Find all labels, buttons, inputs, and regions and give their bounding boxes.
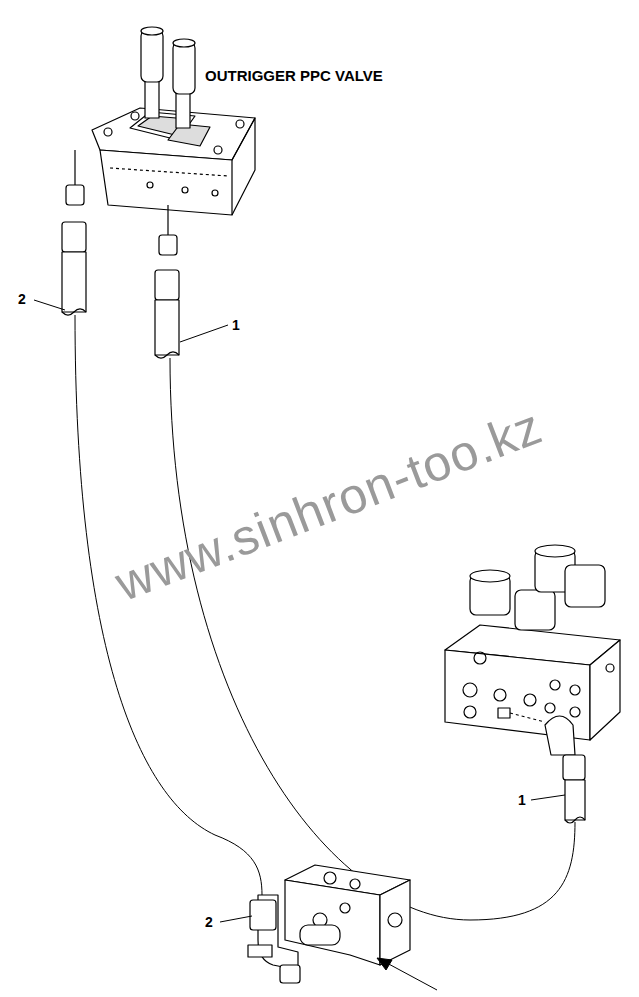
- leader-lines: [34, 300, 565, 990]
- ppc-valve: [92, 27, 255, 215]
- hose-line: [75, 315, 262, 895]
- callout-number: 2: [18, 292, 26, 306]
- top-hoses: [62, 150, 179, 358]
- solenoid-valve: [445, 545, 620, 823]
- part-name: OUTRIGGER PPC VALVE: [205, 68, 383, 83]
- junction-block: [248, 865, 410, 983]
- callout-number: 2: [205, 915, 213, 929]
- callout-number: 1: [518, 793, 526, 807]
- callout-number: 1: [232, 318, 240, 332]
